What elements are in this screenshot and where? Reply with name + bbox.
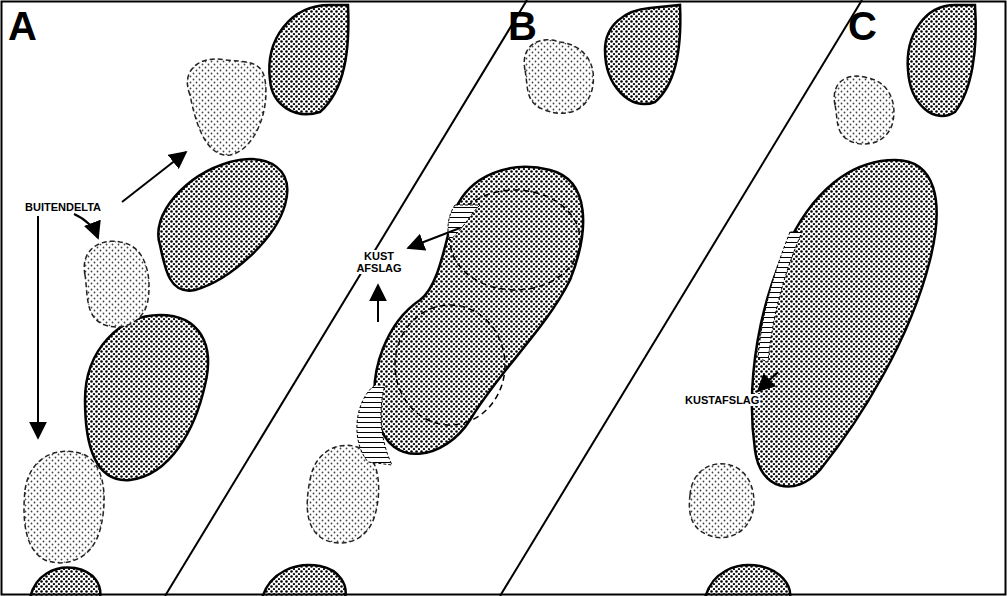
- panel-letter: B: [508, 6, 537, 46]
- light-shoals: [24, 40, 894, 563]
- leader-arrows: [38, 152, 778, 438]
- panel-letter: C: [848, 6, 877, 46]
- erosion-hatch: [357, 205, 802, 465]
- erosion-label: KUSTAFSLAG: [684, 394, 760, 406]
- panel-letter: A: [8, 6, 37, 46]
- erosion-label: KUST AFSLAG: [350, 250, 408, 274]
- dark-shoals: [30, 5, 976, 596]
- shoal-label: BUITENDELTA: [24, 201, 102, 213]
- former-shoal-outlines: [395, 190, 580, 425]
